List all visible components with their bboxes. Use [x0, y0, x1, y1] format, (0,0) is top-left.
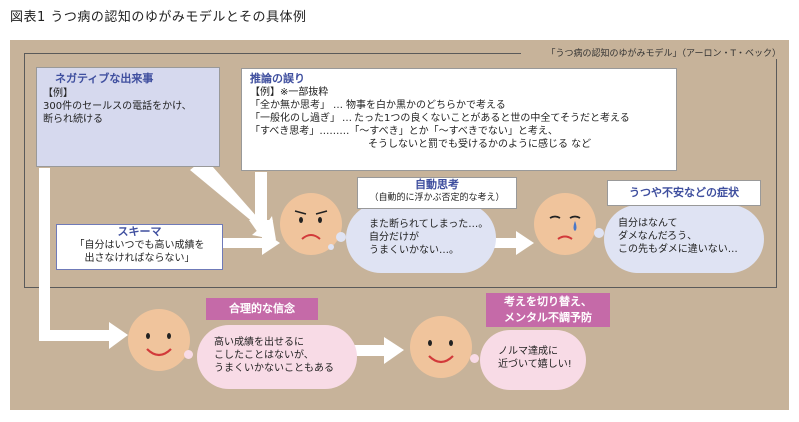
rational-belief-text: 高い成績を出せるに こしたことはないが、 うまくいかないこともある — [214, 337, 334, 374]
switch-thinking-cloud — [480, 330, 586, 390]
switch-thinking-text: ノルマ達成に 近づいて嬉しい! — [498, 346, 572, 370]
figure-title: 図表1 うつ病の認知のゆがみモデルとその具体例 — [10, 10, 307, 25]
model-caption: 「うつ病の認知のゆがみモデル」（アーロン・T・ベック） — [546, 49, 781, 59]
symptoms-cloud — [604, 205, 764, 273]
switch-thinking-badge: 考えを切り替え、 メンタル不調予防 — [486, 293, 610, 327]
reasoning-errors-title: 推論の誤り — [250, 72, 305, 85]
happy-face-icon — [128, 309, 190, 371]
automatic-thought-cloud — [346, 203, 496, 273]
rational-belief-badge: 合理的な信念 — [206, 298, 318, 320]
symptoms-text: 自分はなんて ダメなんだろう、 この先もダメに違いない… — [618, 218, 738, 255]
schema-text-2: 出さなければならない」 — [84, 253, 195, 264]
model-frame — [24, 53, 777, 288]
symptoms-label: うつや不安などの症状 — [607, 180, 761, 206]
negative-event-text-1: 300件のセールスの電話をかけ、 — [43, 101, 192, 112]
reasoning-row-3-cont: そうしないと罰でも受けるかのように感じる など — [368, 139, 592, 150]
negative-event-title: ネガティブな出来事 — [55, 72, 154, 85]
automatic-thought-label: 自動思考 （自動的に浮かぶ否定的な考え） — [357, 177, 517, 209]
happy-face-icon — [410, 316, 472, 378]
negative-event-label: 【例】 — [43, 88, 73, 99]
schema-text-1: 「自分はいつでも高い成績を — [74, 240, 205, 251]
automatic-thought-text: また断られてしまった…。 自分だけが うまくいかない…。 — [369, 219, 489, 256]
schema-title: スキーマ — [117, 225, 162, 238]
reasoning-row-2: 「一般化のし過ぎ」…たった1つの良くないことがあると世の中全てそうだと考える — [250, 113, 630, 124]
schema-box: スキーマ 「自分はいつでも高い成績を 出さなければならない」 — [56, 224, 223, 270]
crying-face-icon — [534, 193, 596, 255]
rational-belief-cloud — [197, 325, 357, 389]
reasoning-row-3: 「すべき思考」………「〜すべき」とか「〜すべきでない」と考え、 — [250, 126, 558, 137]
reasoning-row-1: 「全か無か思考」…物事を白か黒かのどちらかで考える — [250, 100, 506, 111]
reasoning-errors-subtitle: 【例】※一部抜粋 — [250, 87, 329, 98]
negative-event-text-2: 断られ続ける — [43, 114, 103, 125]
negative-event-box: ネガティブな出来事 【例】 300件のセールスの電話をかけ、 断られ続ける — [36, 67, 220, 167]
reasoning-errors-box: 推論の誤り 【例】※一部抜粋 「全か無か思考」…物事を白か黒かのどちらかで考える… — [241, 68, 677, 171]
